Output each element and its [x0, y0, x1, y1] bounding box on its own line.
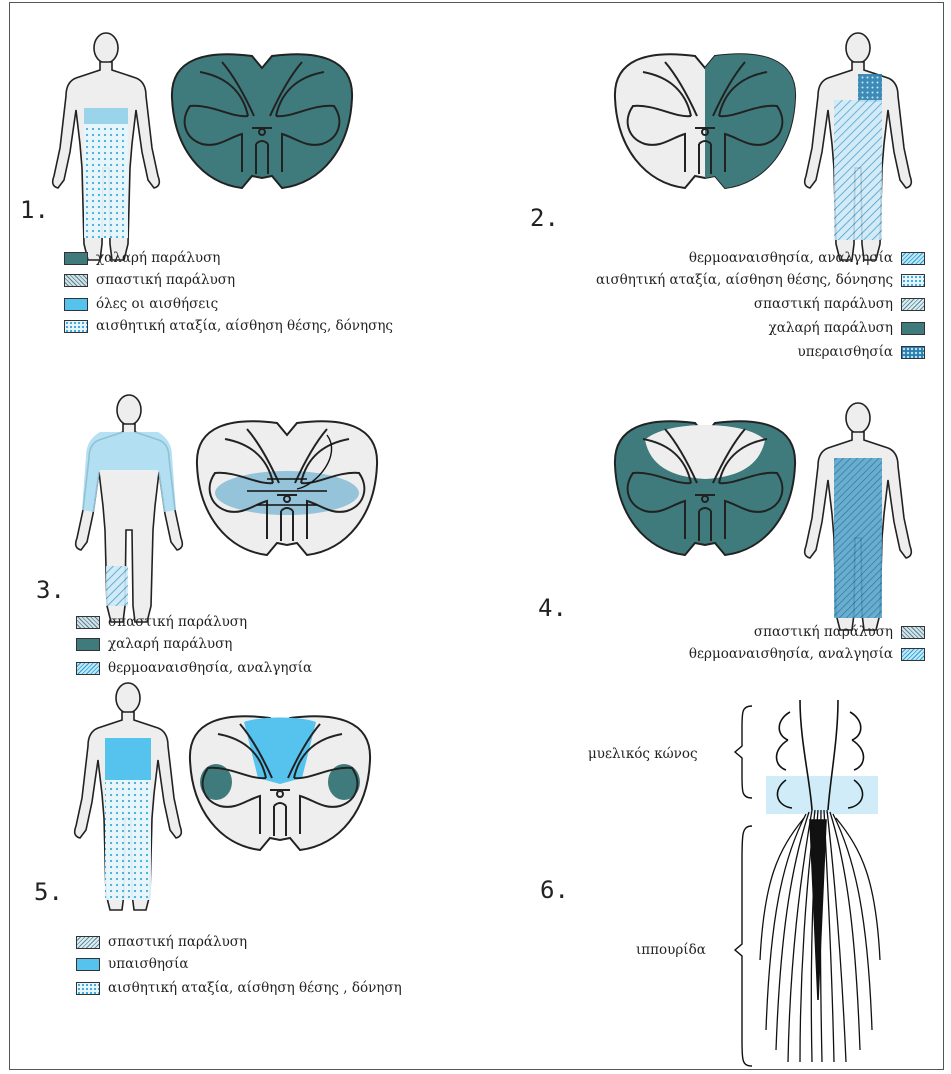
- swatch-spastic: [76, 616, 100, 629]
- legend-2-item-temp: θερμοαναισθησία, αναλγησία: [689, 250, 925, 266]
- case-5-cord-section: [190, 716, 370, 850]
- legend-3-item-temp: θερμοαναισθησία, αναλγησία: [76, 660, 312, 676]
- swatch-hyperesthesia: [901, 346, 925, 359]
- case-1-body-figure: [53, 33, 160, 260]
- legend-1-item-ataxia: αισθητική αταξία, αίσθηση θέσης, δόνησης: [64, 318, 393, 334]
- case-6-braces: [735, 706, 752, 1066]
- swatch-hypoesthesia: [76, 958, 100, 971]
- case-2-body-figure: [805, 33, 912, 260]
- legend-2-item-spastic: σπαστική παράλυση: [754, 296, 925, 312]
- legend-1-item-all-senses: όλες οι αισθήσεις: [64, 296, 218, 312]
- legend-2-item-flaccid: χαλαρή παράλυση: [769, 320, 925, 336]
- swatch-ataxia: [64, 320, 88, 333]
- legend-5-item-ataxia: αισθητική αταξία, αίσθηση θέσης , δόνηση: [76, 980, 402, 996]
- case-6-cauda-equina: [760, 700, 880, 1062]
- swatch-flaccid: [64, 252, 88, 265]
- legend-3-item-spastic: σπαστική παράλυση: [76, 614, 247, 630]
- case-4-body-figure: [805, 403, 912, 630]
- case-3-number: 3.: [36, 576, 65, 604]
- case-5-body-figure: [75, 683, 182, 910]
- case-1-number: 1.: [20, 196, 49, 224]
- swatch-flaccid: [76, 638, 100, 651]
- legend-4-item-spastic: σπαστική παράλυση: [754, 624, 925, 640]
- swatch-temp: [901, 648, 925, 661]
- label-conus-medullaris: μυελικός κώνος: [588, 746, 698, 762]
- swatch-all-senses: [64, 298, 88, 311]
- swatch-spastic: [64, 274, 88, 287]
- swatch-temp: [76, 662, 100, 675]
- swatch-ataxia: [76, 982, 100, 995]
- swatch-flaccid: [901, 322, 925, 335]
- swatch-temp: [901, 252, 925, 265]
- case-4-cord-section: [615, 421, 795, 555]
- label-cauda-equina: ιππουρίδα: [636, 942, 706, 958]
- legend-4-item-temp: θερμοαναισθησία, αναλγησία: [689, 646, 925, 662]
- case-6-number: 6.: [540, 876, 569, 904]
- legend-3-item-flaccid: χαλαρή παράλυση: [76, 636, 232, 652]
- case-3-body-figure: [76, 395, 183, 622]
- case-4-number: 4.: [538, 594, 567, 622]
- legend-2-item-hyperesthesia: υπεραισθησία: [798, 344, 925, 360]
- legend-5-item-hypoesthesia: υπαισθησία: [76, 956, 189, 972]
- case-2-cord-section: [615, 54, 795, 188]
- case-3-cord-section: [197, 421, 377, 555]
- case-1-cord-section: [172, 54, 352, 188]
- legend-1-item-flaccid: χαλαρή παράλυση: [64, 250, 220, 266]
- legend-5-item-spastic: σπαστική παράλυση: [76, 934, 247, 950]
- swatch-ataxia: [901, 274, 925, 287]
- swatch-spastic: [901, 298, 925, 311]
- case-2-number: 2.: [530, 204, 559, 232]
- legend-1-item-spastic: σπαστική παράλυση: [64, 272, 235, 288]
- legend-2-item-ataxia: αισθητική αταξία, αίσθηση θέσης, δόνησης: [596, 272, 925, 288]
- swatch-spastic: [76, 936, 100, 949]
- case-5-number: 5.: [34, 878, 63, 906]
- swatch-spastic: [901, 626, 925, 639]
